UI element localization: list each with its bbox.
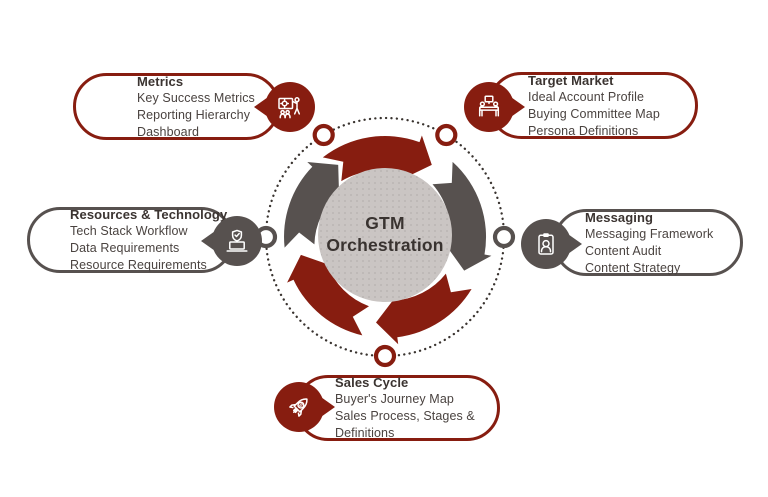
capsule-item: Dashboard bbox=[137, 124, 200, 139]
cycle-arrow bbox=[432, 161, 492, 271]
cycle-arrow bbox=[287, 254, 369, 336]
ring-node bbox=[435, 123, 458, 147]
capsule-item: Content Strategy bbox=[585, 260, 681, 275]
capsule-messaging: Messaging Messaging Framework Content Au… bbox=[553, 209, 743, 276]
cycle-arrow bbox=[322, 135, 432, 182]
secure-laptop-icon bbox=[226, 229, 248, 252]
capsule-title: Metrics bbox=[137, 73, 184, 89]
capsule-title: Target Market bbox=[528, 72, 614, 88]
ring-node bbox=[312, 123, 335, 147]
badge-sales-cycle: $ bbox=[273, 380, 339, 434]
capsule-item: Tech Stack Workflow bbox=[70, 224, 188, 238]
capsule-item: Data Requirements bbox=[70, 241, 180, 255]
capsule-item: Buying Committee Map bbox=[528, 106, 660, 121]
capsule-item: Key Success Metrics bbox=[137, 90, 255, 105]
capsule-item: Sales Process, Stages & Definitions bbox=[335, 409, 475, 440]
rocket-dollar-icon: $ bbox=[289, 398, 308, 417]
ring-node bbox=[492, 225, 516, 249]
capsule-metrics: Metrics Key Success Metrics Reporting Hi… bbox=[73, 73, 280, 140]
capsule-title: Messaging bbox=[585, 209, 654, 225]
cycle-arrow bbox=[376, 273, 472, 345]
capsule-item: Ideal Account Profile bbox=[528, 89, 645, 104]
badge-metrics bbox=[250, 80, 316, 134]
capsule-title: Sales Cycle bbox=[335, 375, 409, 390]
badge-target-market bbox=[463, 80, 529, 134]
badge-messaging bbox=[520, 217, 586, 271]
clipboard-person-icon bbox=[538, 233, 554, 255]
capsule-item: Buyer's Journey Map bbox=[335, 392, 454, 406]
capsule-item: Messaging Framework bbox=[585, 226, 714, 241]
capsule-title: Resources & Technology bbox=[70, 207, 228, 222]
center-circle: GTM Orchestration bbox=[318, 168, 452, 302]
capsule-item: Resource Requirements bbox=[70, 258, 207, 272]
center-title: GTM Orchestration bbox=[326, 213, 444, 255]
capsule-item: Reporting Hierarchy bbox=[137, 107, 251, 122]
capsule-item: Content Audit bbox=[585, 243, 662, 258]
ring-node bbox=[373, 344, 397, 368]
svg-text:$: $ bbox=[297, 403, 303, 409]
badge-resources-technology bbox=[197, 214, 263, 268]
capsule-item: Persona Definitions bbox=[528, 123, 639, 138]
cycle-arrow bbox=[284, 162, 339, 248]
meeting-icon bbox=[478, 95, 500, 117]
presentation-icon bbox=[278, 97, 301, 119]
